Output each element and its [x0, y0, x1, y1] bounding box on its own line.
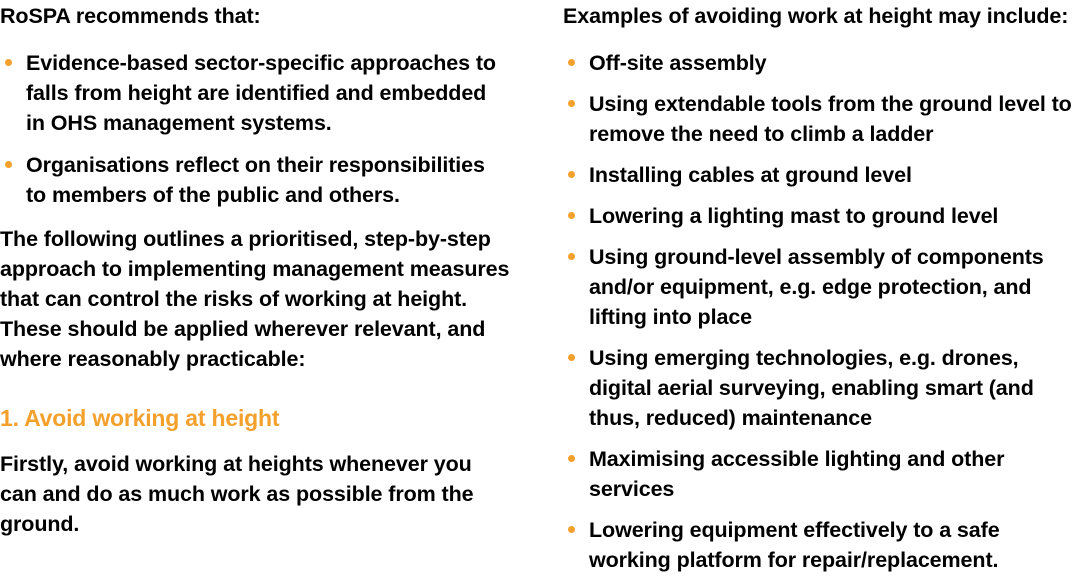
list-item-label: Using emerging technologies, e.g. drones…	[589, 346, 1034, 430]
bullet-dot-icon	[568, 354, 575, 361]
list-item: Lowering equipment effectively to a safe…	[563, 515, 1078, 575]
list-item: Using extendable tools from the ground l…	[563, 89, 1078, 149]
bullet-dot-icon	[568, 455, 575, 462]
list-item-label: Using ground-level assembly of component…	[589, 245, 1044, 329]
recommendations-list: Evidence-based sector-specific approache…	[0, 31, 510, 210]
list-item: Maximising accessible lighting and other…	[563, 444, 1078, 504]
list-item-label: Evidence-based sector-specific approache…	[26, 51, 496, 135]
approach-paragraph: The following outlines a prioritised, st…	[0, 227, 510, 371]
list-item-label: Lowering equipment effectively to a safe…	[589, 518, 1000, 572]
bullet-dot-icon	[5, 161, 12, 168]
list-item-label: Using extendable tools from the ground l…	[589, 92, 1072, 146]
section-paragraph: Firstly, avoid working at heights whenev…	[0, 452, 474, 536]
bullet-dot-icon	[568, 100, 575, 107]
list-item: Lowering a lighting mast to ground level	[563, 201, 1078, 231]
right-column: Examples of avoiding work at height may …	[563, 0, 1078, 575]
list-item: Evidence-based sector-specific approache…	[0, 48, 510, 138]
list-item-label: Installing cables at ground level	[589, 163, 912, 187]
list-item: Off-site assembly	[563, 48, 1078, 78]
bullet-dot-icon	[568, 212, 575, 219]
list-item: Organisations reflect on their responsib…	[0, 150, 510, 210]
list-item: Installing cables at ground level	[563, 160, 1078, 190]
examples-intro-paragraph: Examples of avoiding work at height may …	[563, 4, 1069, 28]
list-item-label: Organisations reflect on their responsib…	[26, 153, 485, 207]
intro-paragraph: RoSPA recommends that:	[0, 4, 261, 28]
left-column: RoSPA recommends that: Evidence-based se…	[0, 0, 510, 539]
list-item-label: Off-site assembly	[589, 51, 767, 75]
examples-list: Off-site assembly Using extendable tools…	[563, 31, 1078, 575]
section-heading: 1. Avoid working at height	[0, 405, 280, 431]
bullet-dot-icon	[568, 171, 575, 178]
list-item: Using emerging technologies, e.g. drones…	[563, 343, 1078, 433]
bullet-dot-icon	[5, 59, 12, 66]
list-item-label: Maximising accessible lighting and other…	[589, 447, 1005, 501]
bullet-dot-icon	[568, 59, 575, 66]
bullet-dot-icon	[568, 253, 575, 260]
list-item-label: Lowering a lighting mast to ground level	[589, 204, 999, 228]
bullet-dot-icon	[568, 526, 575, 533]
list-item: Using ground-level assembly of component…	[563, 242, 1078, 332]
